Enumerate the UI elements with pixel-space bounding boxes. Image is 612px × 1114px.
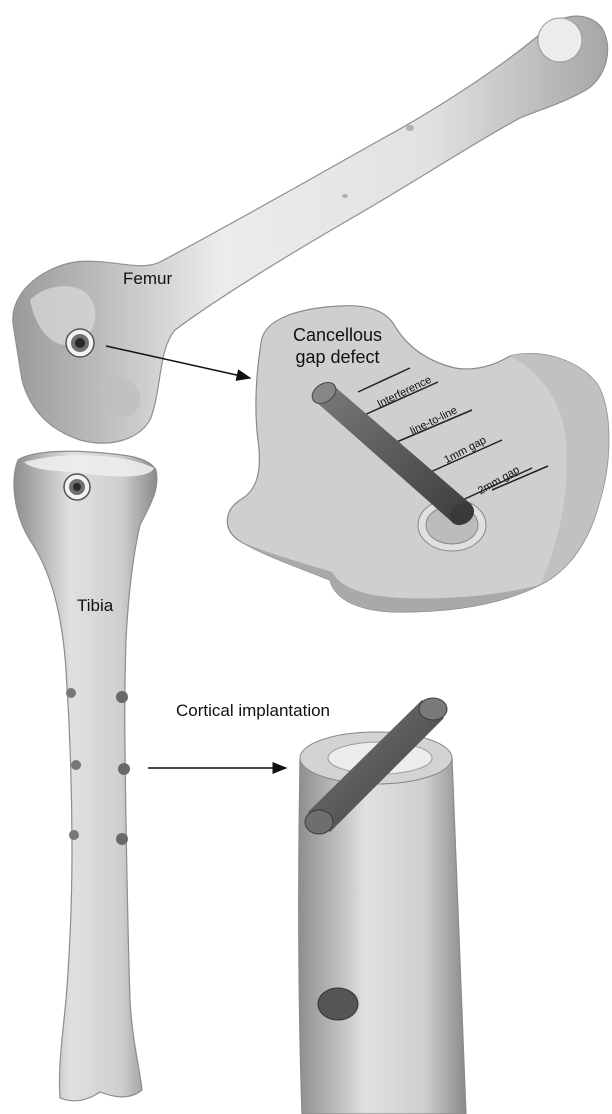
cancellous-section-view (227, 306, 608, 612)
femur-implant-site (66, 329, 94, 357)
cancellous-title-line2: gap defect (293, 346, 382, 368)
cortical-implantation-label: Cortical implantation (176, 701, 330, 721)
cancellous-gap-defect-label: Cancellous gap defect (293, 324, 382, 368)
cancellous-title-line1: Cancellous (293, 324, 382, 346)
tibia-bone (14, 451, 157, 1101)
femur-label: Femur (123, 269, 172, 289)
cortical-section-view (299, 698, 466, 1114)
tibia-implant-site (64, 474, 90, 500)
tibia-label: Tibia (77, 596, 113, 616)
